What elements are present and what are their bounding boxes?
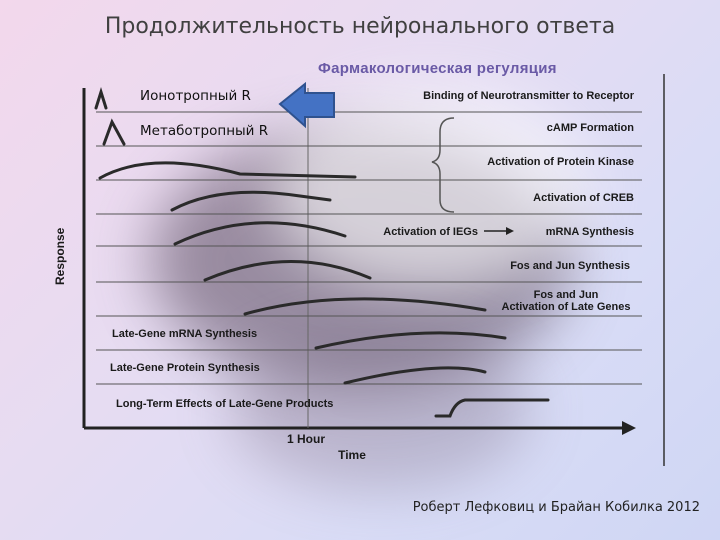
curly-brace xyxy=(432,118,454,212)
stage-label: Fos and Jun xyxy=(534,289,599,301)
response-spike-camp xyxy=(104,122,124,144)
response-curve-ieg xyxy=(175,223,345,244)
stage-label: cAMP Formation xyxy=(547,122,634,134)
response-spike-neurotransmitter xyxy=(96,92,106,108)
ieg-to-mrna-arrowhead xyxy=(506,227,514,235)
response-curve-late-genes xyxy=(245,299,485,314)
stage-label: Fos and Jun Synthesis xyxy=(510,260,630,272)
response-curve-fos-jun xyxy=(205,261,370,280)
response-curve-protein-kinase xyxy=(100,163,355,178)
y-axis-label: Response xyxy=(53,227,67,285)
metabotropic-receptor-label: Метаботропный R xyxy=(140,123,268,139)
stage-label: Activation of Late Genes xyxy=(502,301,631,313)
credit-text: Роберт Лефковиц и Брайан Кобилка 2012 xyxy=(413,500,700,515)
pharmacological-regulation-title: Фармакологическая регуляция xyxy=(318,60,557,77)
response-curve-late-protein xyxy=(345,368,485,383)
stage-label: Activation of CREB xyxy=(533,192,634,204)
x-axis-arrowhead xyxy=(622,421,636,435)
response-curve-creb xyxy=(172,192,330,210)
stage-label: Activation of Protein Kinase xyxy=(487,156,634,168)
blue-left-arrow xyxy=(280,84,334,126)
response-curve-late-mrna xyxy=(316,333,505,348)
stage-label: Binding of Neurotransmitter to Receptor xyxy=(423,90,635,102)
ionotropic-receptor-label: Ионотропный R xyxy=(140,88,251,104)
stage-label: Long-Term Effects of Late-Gene Products xyxy=(116,398,333,410)
stage-label: Late-Gene mRNA Synthesis xyxy=(112,328,257,340)
x-axis-label: Time xyxy=(338,448,366,462)
stage-label: mRNA Synthesis xyxy=(546,226,634,238)
stage-label: Late-Gene Protein Synthesis xyxy=(110,362,260,374)
response-curve-long-term xyxy=(436,400,548,416)
stage-label: Activation of IEGs xyxy=(383,226,478,238)
time-marker-label: 1 Hour xyxy=(287,432,325,446)
